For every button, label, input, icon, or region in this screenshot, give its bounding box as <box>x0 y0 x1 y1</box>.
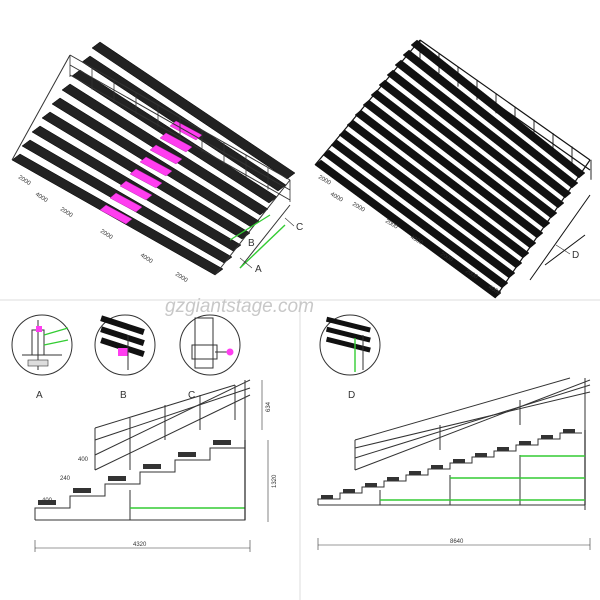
dim-overall-width: 4320 <box>133 542 147 548</box>
dim-text: 2000 <box>317 175 332 187</box>
right-side-steps <box>317 429 585 506</box>
seat-plank <box>143 464 161 469</box>
bleacher-iso-right: 2000 4000 2000 2000 4000 2000 2000 4000 … <box>314 39 592 299</box>
rail-line <box>419 49 591 171</box>
aisle-step <box>99 204 133 225</box>
side-view-right: 8640 <box>317 377 591 550</box>
callout-a: A <box>255 264 262 275</box>
aisle-step <box>149 144 183 165</box>
watermark: gzgiantstage.com <box>165 296 314 317</box>
side-view-left: 4320 1320 634 400 240 400 <box>34 379 278 552</box>
rail-line <box>11 54 71 161</box>
seat-plank <box>519 441 531 445</box>
aisle-step <box>109 192 143 213</box>
iso-left-end-frame <box>214 179 291 276</box>
seat-plank <box>38 500 56 505</box>
seat-row <box>362 99 544 239</box>
iso-right-back-rail <box>314 39 592 180</box>
seat-plank <box>409 471 421 475</box>
callout-d: D <box>572 250 579 261</box>
seat-row <box>91 41 296 180</box>
seat-plank <box>108 476 126 481</box>
detail-label-c: C <box>188 390 195 401</box>
dim-first-step: 400 <box>42 498 53 504</box>
seat-row <box>394 59 572 199</box>
dim-text: 2000 <box>174 272 189 285</box>
detail-label-b: B <box>120 390 127 401</box>
detail-a: A <box>11 314 73 401</box>
aisle-step <box>139 156 173 177</box>
seat-plank <box>541 435 553 439</box>
rail-line <box>314 39 421 166</box>
right-side-legs <box>379 430 586 505</box>
detail-label-d: D <box>348 390 355 401</box>
dim-rail-height: 634 <box>266 401 272 412</box>
seat-row <box>402 49 579 189</box>
detail-d: D <box>319 314 381 401</box>
seat-plank <box>365 483 377 487</box>
dim-overall-width-right: 8640 <box>450 539 464 545</box>
dim-tread: 400 <box>78 457 89 463</box>
seat-row <box>370 89 551 229</box>
aisle-step <box>119 180 153 201</box>
seat-row <box>354 109 537 249</box>
magenta-aisle-steps <box>99 120 203 225</box>
detail-c: C <box>179 314 241 401</box>
left-side-legs <box>129 440 246 520</box>
seat-row <box>386 69 565 209</box>
dim-text: 4000 <box>139 253 154 266</box>
seat-plank <box>387 477 399 481</box>
seat-plank <box>73 488 91 493</box>
iso-right-rows <box>314 39 586 299</box>
dim-text: 2000 <box>351 202 366 214</box>
aisle-step <box>129 168 163 189</box>
dim-text: 2000 <box>99 229 114 242</box>
left-side-rails <box>94 379 251 520</box>
detail-label-a: A <box>36 390 43 401</box>
detail-b: B <box>94 314 156 401</box>
seat-row <box>314 159 502 299</box>
left-dim-lines <box>34 380 269 552</box>
step-profile <box>317 432 582 505</box>
seat-row <box>322 149 509 289</box>
seat-row <box>378 79 558 219</box>
rail-line <box>419 39 591 161</box>
dim-text: 2000 <box>59 207 74 220</box>
right-dim-lines <box>317 538 591 550</box>
iso-left-back-rail <box>11 54 291 202</box>
right-side-rails <box>354 377 591 510</box>
dim-rise: 240 <box>60 476 71 482</box>
seat-plank <box>321 495 333 499</box>
seat-plank <box>343 489 355 493</box>
dim-overall-height: 1320 <box>272 474 278 488</box>
iso-right-end-frame <box>494 159 591 299</box>
seat-plank <box>563 429 575 433</box>
dim-text: 2000 <box>17 175 32 188</box>
dim-text: 4000 <box>329 192 344 204</box>
seat-row <box>61 83 269 216</box>
bleacher-iso-left: 2000 4000 2000 2000 4000 2000 A B C <box>11 41 303 285</box>
seat-plank <box>431 465 443 469</box>
dim-text: 4000 <box>34 192 49 205</box>
callout-c: C <box>296 222 303 233</box>
aisle-step <box>159 132 193 153</box>
seat-plank <box>178 452 196 457</box>
seat-plank <box>453 459 465 463</box>
callout-b: B <box>248 238 255 249</box>
seat-plank <box>497 447 509 451</box>
seat-plank <box>475 453 487 457</box>
seat-plank <box>213 440 231 445</box>
